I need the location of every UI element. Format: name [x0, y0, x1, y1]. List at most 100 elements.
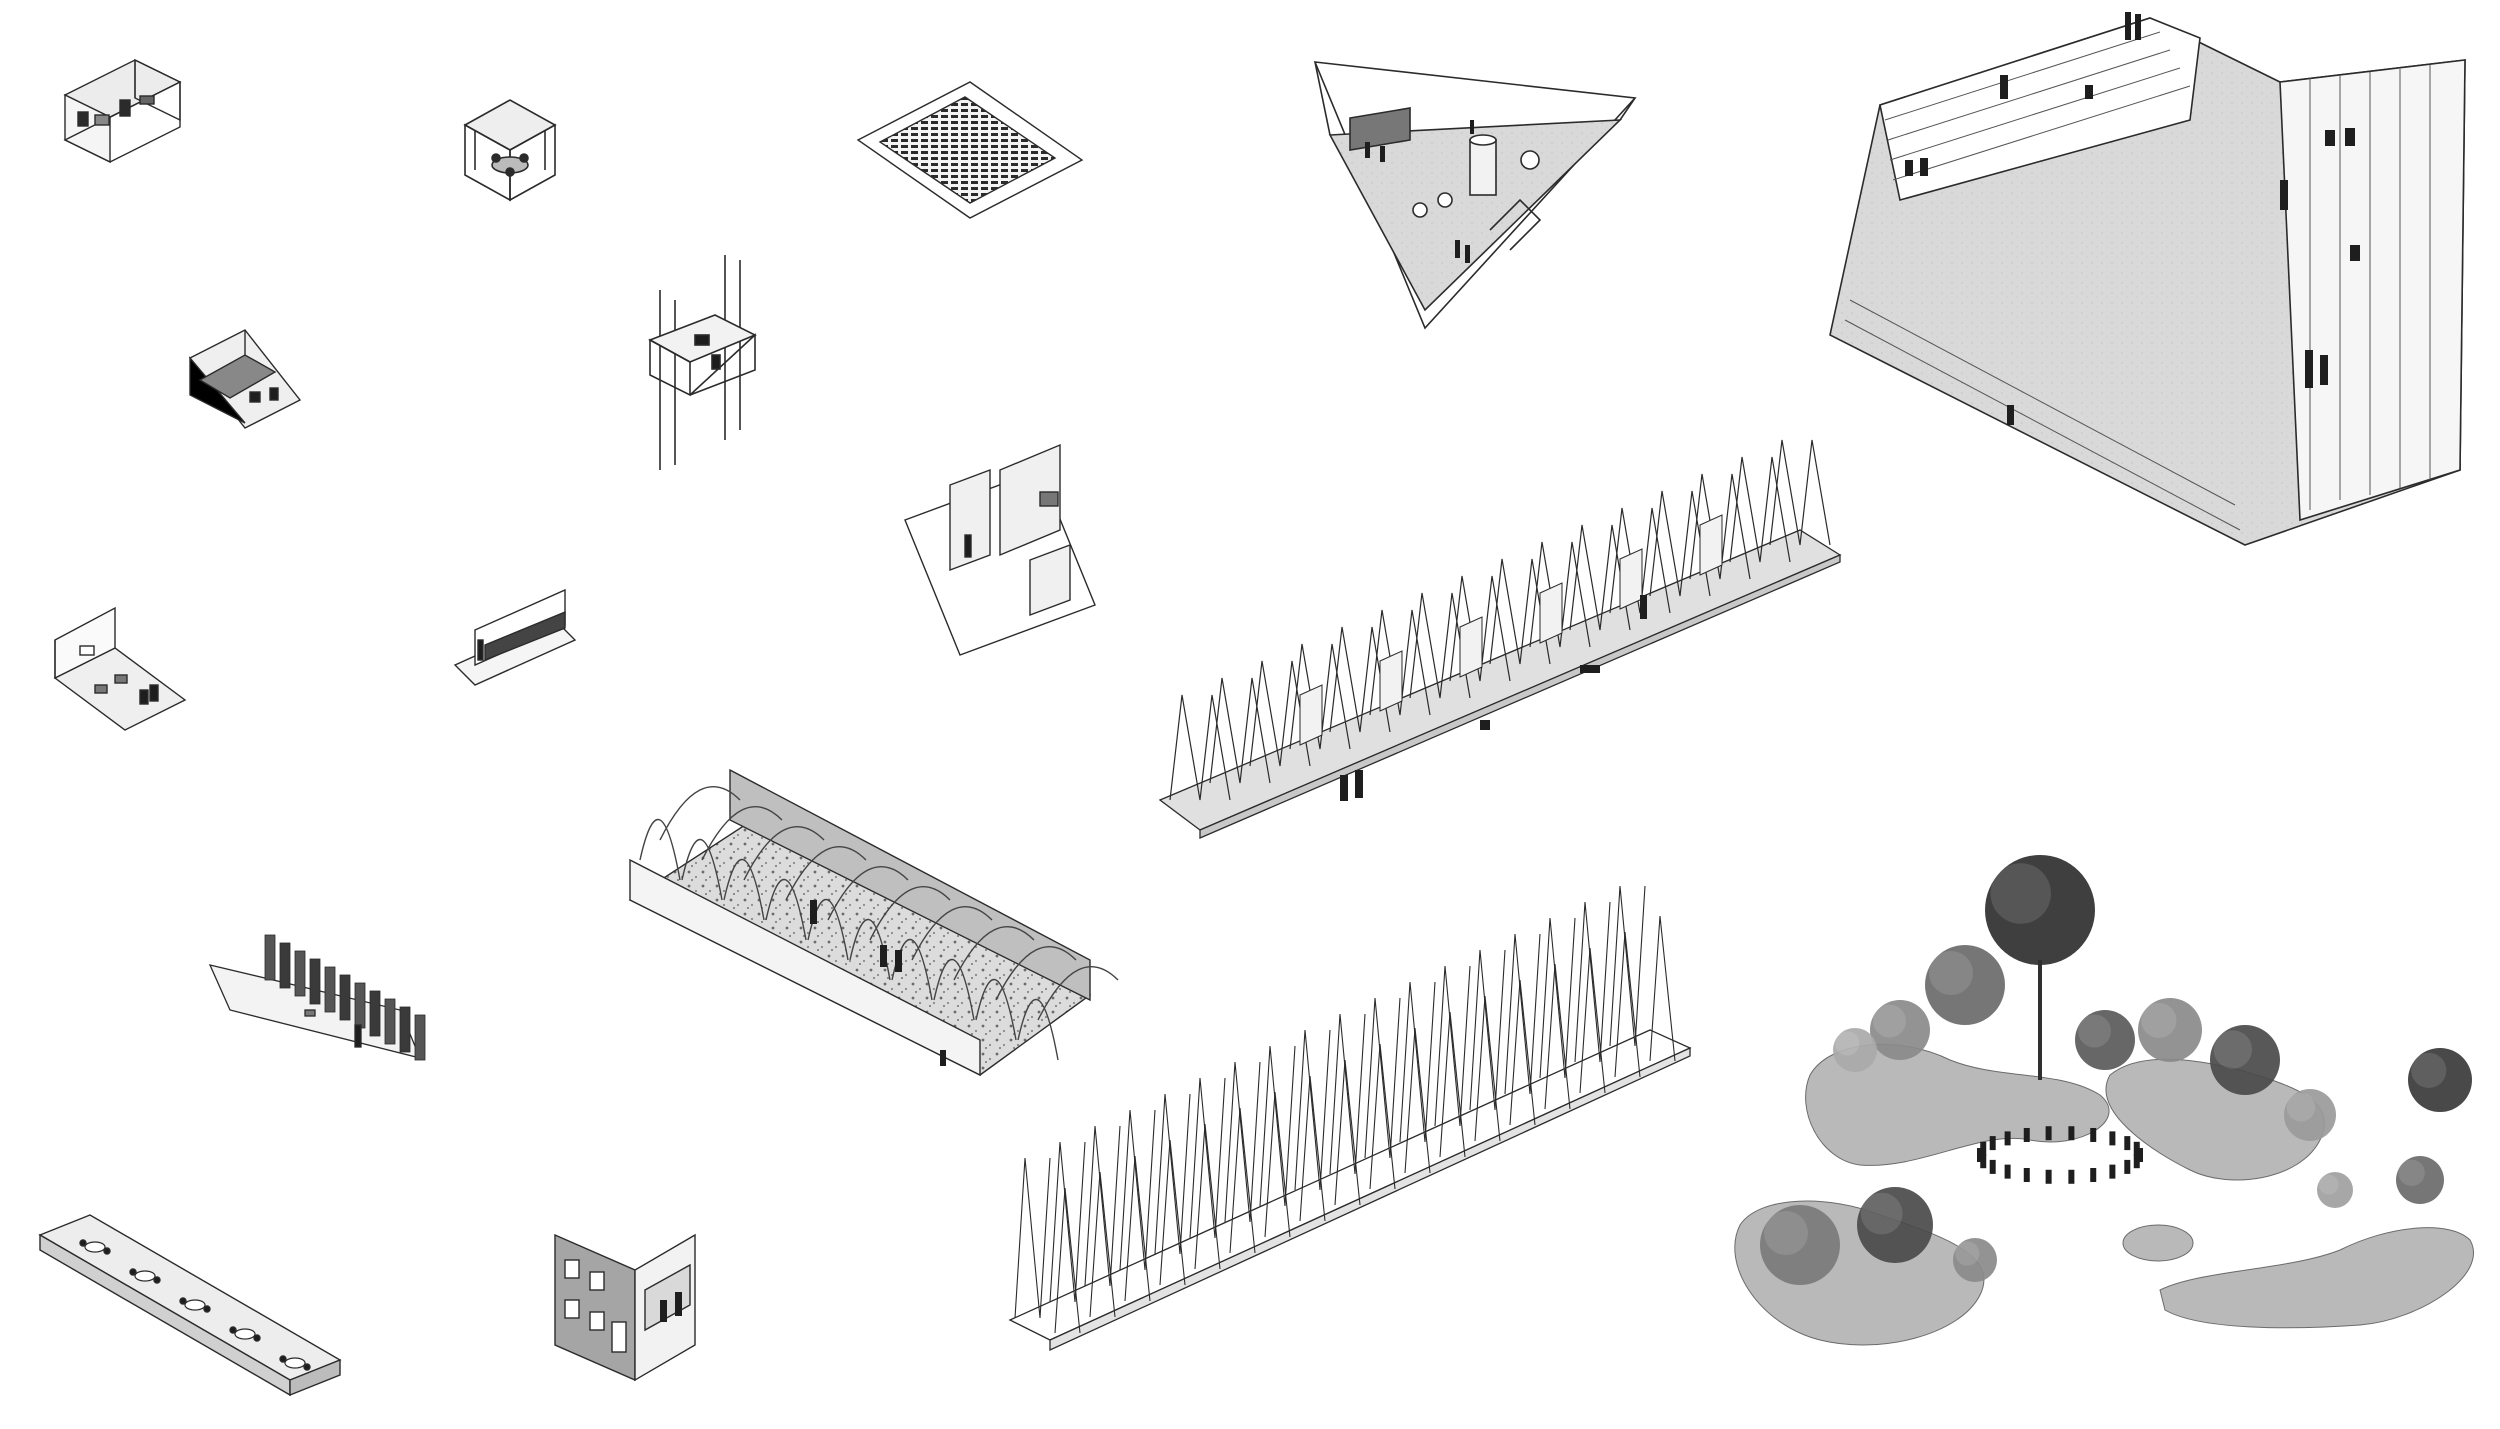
frame-rib — [1544, 963, 1571, 1110]
garden-gathering — [1734, 855, 2474, 1346]
seated-person — [2133, 1141, 2140, 1156]
tree-highlight — [1929, 951, 1973, 995]
vault-arch — [701, 805, 783, 861]
tree-highlight — [2286, 1092, 2316, 1122]
seated-person — [2045, 1169, 2052, 1184]
frame-rib — [1154, 1093, 1191, 1255]
frame-rib — [1259, 1045, 1296, 1207]
frame-rib — [1329, 626, 1391, 733]
frame-rib — [1054, 1187, 1081, 1334]
vault-arch — [975, 978, 1017, 1041]
partition-wall — [1379, 650, 1403, 712]
frame-rib — [1209, 677, 1271, 784]
frame-rib — [1089, 1171, 1116, 1318]
vault-arch — [785, 845, 867, 901]
frame-rib — [1474, 995, 1501, 1142]
frame-rib — [1689, 473, 1751, 580]
frame-rib — [1769, 439, 1831, 546]
frame-ribs-b — [1014, 885, 1676, 1334]
tree-highlight — [2318, 1174, 2339, 1195]
seated-person — [1980, 1141, 1987, 1156]
seated-person — [2109, 1164, 2116, 1179]
chair — [103, 1247, 111, 1255]
bookshelf-units — [264, 934, 426, 1061]
chair — [203, 1305, 211, 1313]
tree-highlight — [1990, 863, 2051, 924]
bookshelf — [324, 966, 336, 1013]
seated-person — [2004, 1131, 2011, 1146]
seated-person — [2068, 1169, 2075, 1184]
kitchen-room — [188, 329, 302, 429]
bookshelf — [399, 1006, 411, 1053]
timber-frame-hall — [1158, 439, 1842, 839]
vault-arch — [639, 818, 681, 881]
chair — [179, 1297, 187, 1305]
seated-person — [2124, 1136, 2131, 1151]
seated-person — [1980, 1154, 1987, 1169]
partition-wall — [1299, 684, 1323, 746]
partition-wall — [1539, 582, 1563, 644]
chair — [279, 1355, 287, 1363]
frame-rib — [1169, 694, 1231, 801]
chair — [129, 1268, 137, 1276]
vault-arch — [681, 838, 723, 901]
seated-person — [2090, 1127, 2097, 1142]
tree-canopy — [2210, 1025, 2280, 1095]
bookshelf — [294, 950, 306, 997]
frame-rib — [1194, 1123, 1221, 1270]
frame-rib — [1529, 541, 1591, 648]
chair — [229, 1326, 237, 1334]
tree-highlight — [2213, 1030, 2252, 1069]
frame-rib — [1084, 1125, 1121, 1287]
frame-rib — [1649, 915, 1676, 1062]
vault-arch — [743, 825, 825, 881]
tree-highlight — [2078, 1014, 2111, 1048]
seated-person — [2109, 1131, 2116, 1146]
bookshelf — [339, 974, 351, 1021]
bookshelf — [369, 990, 381, 1037]
frame-rib — [1504, 933, 1541, 1095]
frame-rib — [1299, 1075, 1326, 1222]
tree-canopy — [2284, 1089, 2336, 1141]
elevator-frame — [648, 255, 757, 470]
frame-rib — [1409, 592, 1471, 699]
frame-rib — [1049, 1141, 1086, 1303]
empty-frame-hall — [1008, 885, 1692, 1352]
vault-arch — [1037, 965, 1119, 1021]
vault-arch — [723, 858, 765, 921]
tree-canopy — [2138, 998, 2202, 1062]
frame-rib — [1489, 558, 1551, 665]
tree-highlight — [2398, 1159, 2425, 1187]
seated-person — [2023, 1168, 2030, 1183]
vault-arch — [659, 785, 741, 841]
frame-rib — [1539, 917, 1576, 1079]
bookshelf — [309, 958, 321, 1005]
vault-arch — [765, 878, 807, 941]
frame-rib — [1119, 1109, 1156, 1271]
vault-arch — [1017, 998, 1059, 1061]
frame-rib — [1369, 1043, 1396, 1190]
vault-arch — [953, 925, 1035, 981]
frame-rib — [1159, 1139, 1186, 1286]
frame-rib — [1579, 947, 1606, 1094]
tree-canopy — [2317, 1172, 2353, 1208]
seated-person — [2090, 1168, 2097, 1183]
amphitheater — [1829, 12, 2466, 546]
frame-rib — [1614, 931, 1641, 1078]
seated-person — [2045, 1126, 2052, 1141]
frame-rib — [1509, 979, 1536, 1126]
tree-highlight — [1764, 1211, 1808, 1255]
frame-rib — [1334, 1059, 1361, 1206]
tree-highlight — [1835, 1031, 1860, 1056]
triangular-hall — [1313, 61, 1637, 330]
round-table — [84, 1241, 106, 1253]
bar-counter — [453, 588, 577, 686]
bookshelf — [354, 982, 366, 1029]
tree-canopy — [1985, 855, 2095, 965]
seated-person — [1989, 1159, 1996, 1174]
chair — [303, 1363, 311, 1371]
vault-arch — [827, 865, 909, 921]
tree-highlight — [1860, 1192, 1903, 1235]
